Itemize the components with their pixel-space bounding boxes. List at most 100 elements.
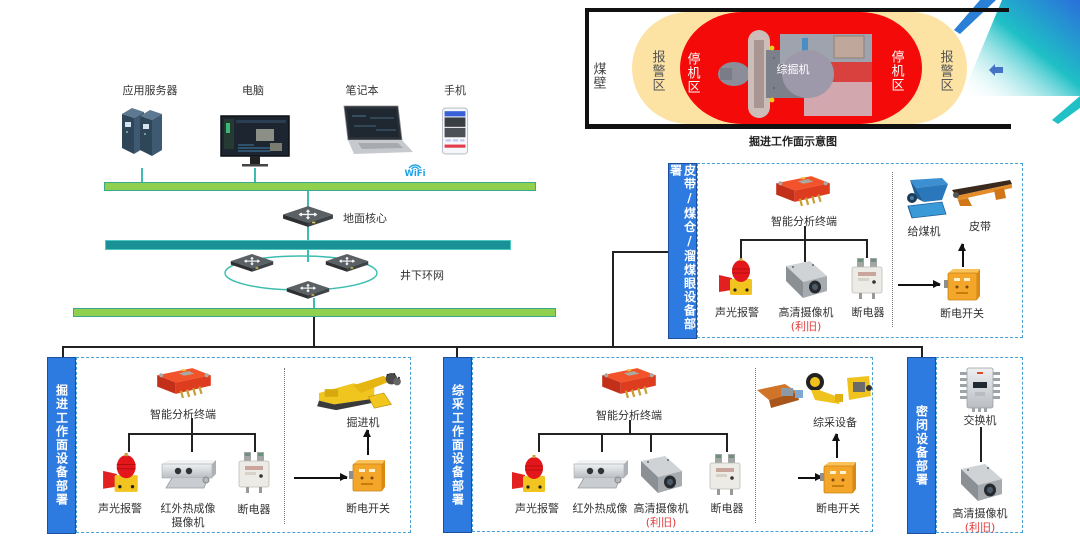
- frame-left: [585, 8, 589, 129]
- power-switch-icon: [349, 457, 387, 493]
- power-control-arrow: [833, 433, 839, 458]
- wifi-label: WiFi: [404, 169, 426, 179]
- wifi-badge: WiFi: [402, 163, 428, 181]
- device-label: 红外热成像: [160, 502, 216, 515]
- ring-switch-bottom-icon: [285, 279, 331, 299]
- client-label-laptop: 笔记本: [345, 84, 379, 97]
- device-label: 红外热成像: [572, 502, 628, 515]
- section-divider: [284, 368, 285, 524]
- device-label: 高清摄像机: [952, 507, 1008, 520]
- sealed-section-title: 密闭设备部署: [907, 357, 936, 534]
- analysis-terminal-icon: [598, 366, 660, 399]
- device-label: 高清摄像机: [778, 306, 834, 319]
- switch-label: 交换机: [963, 414, 997, 427]
- client-label-server: 应用服务器: [122, 84, 178, 97]
- laptop-icon: [336, 104, 414, 156]
- belt-section-title: 皮带/煤仓/溜煤眼设备部署: [668, 163, 697, 339]
- branch-heading-line: [62, 346, 64, 357]
- sealed-section-box: [936, 357, 1023, 533]
- equipment-label: 综采设备: [813, 416, 857, 429]
- reuse-note: (利旧): [645, 516, 677, 529]
- sound-light-alarm-icon: [511, 454, 549, 494]
- tree-drop: [740, 239, 742, 258]
- terminal-label: 智能分析终端: [150, 408, 216, 421]
- coal-feeder-icon: [902, 176, 950, 220]
- branch-belt-horizontal-line: [612, 251, 668, 253]
- underground-network-bar: [73, 308, 556, 317]
- device-label: 声光报警: [715, 306, 759, 319]
- wifi-icon: [408, 164, 422, 170]
- device-label: 断电器: [710, 502, 744, 515]
- sound-light-alarm-icon: [103, 452, 141, 494]
- power-switch-label: 断电开关: [816, 502, 860, 515]
- device-label: 声光报警: [98, 502, 142, 515]
- core-switch-icon: [281, 204, 335, 227]
- control-arrow: [898, 281, 941, 287]
- section-divider: [892, 172, 893, 327]
- tree-drop: [650, 433, 652, 452]
- pc-link: [254, 168, 256, 182]
- device-label-line2: 摄像机: [171, 516, 205, 529]
- branch-belt-vertical-line: [612, 251, 614, 347]
- branch-sealed-line: [921, 346, 923, 357]
- alarm-zone-right-label: 报警区: [937, 50, 953, 92]
- power-control-arrow: [959, 243, 965, 267]
- tree-drop: [254, 433, 256, 452]
- device-label: 断电器: [851, 306, 885, 319]
- analysis-terminal-icon: [772, 174, 834, 207]
- breaker-icon: [850, 258, 884, 300]
- tree-stem: [629, 420, 631, 434]
- tree-drop: [538, 433, 540, 452]
- sealed-section-title-text: 密闭设备部署: [914, 404, 929, 487]
- ring-switch-left-icon: [229, 252, 275, 272]
- belt-section-title-text: 皮带/煤仓/溜煤眼设备部署: [668, 164, 697, 332]
- branch-mining-line: [456, 346, 458, 357]
- power-switch-label: 断电开关: [346, 502, 390, 515]
- device-label: 高清摄像机: [633, 502, 689, 515]
- frame-top: [585, 8, 1009, 12]
- direction-arrow-icon: [989, 64, 1003, 76]
- reuse-note: (利旧): [790, 320, 822, 333]
- equipment-label: 掘进机: [346, 416, 380, 429]
- server-icon: [120, 106, 164, 156]
- power-switch-label: 断电开关: [940, 307, 984, 320]
- power-switch-icon: [944, 266, 982, 302]
- belt-section-box: [697, 163, 1023, 338]
- switch-camera-link: [980, 427, 982, 462]
- tree-bus: [740, 239, 867, 241]
- stop-zone-left-label: 停机区: [684, 52, 700, 94]
- phone-icon: [441, 107, 469, 155]
- hd-camera-icon: [958, 463, 1004, 503]
- ring-downlink-line: [313, 298, 315, 308]
- control-arrow: [294, 474, 348, 480]
- core-switch-label: 地面核心: [343, 212, 387, 225]
- client-label-pc: 电脑: [242, 84, 264, 97]
- hd-camera-icon: [782, 260, 830, 300]
- breaker-icon: [237, 452, 271, 494]
- analysis-terminal-icon: [153, 366, 215, 399]
- alarm-zone-left-label: 报警区: [649, 50, 665, 92]
- mining-section-title: 综采工作面设备部署: [443, 357, 472, 533]
- mining-section-box: [472, 357, 873, 532]
- power-switch-icon: [820, 459, 858, 495]
- terminal-label: 智能分析终端: [771, 215, 837, 228]
- tree-bus: [538, 433, 727, 435]
- tree-drop: [726, 433, 728, 452]
- thermal-camera-icon: [158, 458, 220, 492]
- office-network-bar: [104, 182, 536, 191]
- tree-stem: [804, 226, 806, 262]
- ring-network-label: 井下环网: [400, 269, 444, 282]
- roadheader-icon: [313, 372, 405, 412]
- power-control-arrow: [364, 429, 370, 455]
- mining-section-title-text: 综采工作面设备部署: [450, 383, 465, 507]
- schematic-caption: 掘进工作面示意图: [749, 135, 837, 148]
- equipment-label: 给煤机: [907, 225, 941, 238]
- sound-light-alarm-icon: [718, 257, 756, 297]
- client-label-phone: 手机: [444, 84, 466, 97]
- heading-section-box: [76, 357, 411, 533]
- heading-section-title-text: 掘进工作面设备部署: [54, 384, 69, 507]
- network-switch-icon: [957, 366, 1003, 412]
- trunk-line: [313, 317, 315, 347]
- longwall-equipment-icon: [755, 370, 873, 410]
- heading-section-title: 掘进工作面设备部署: [47, 357, 76, 534]
